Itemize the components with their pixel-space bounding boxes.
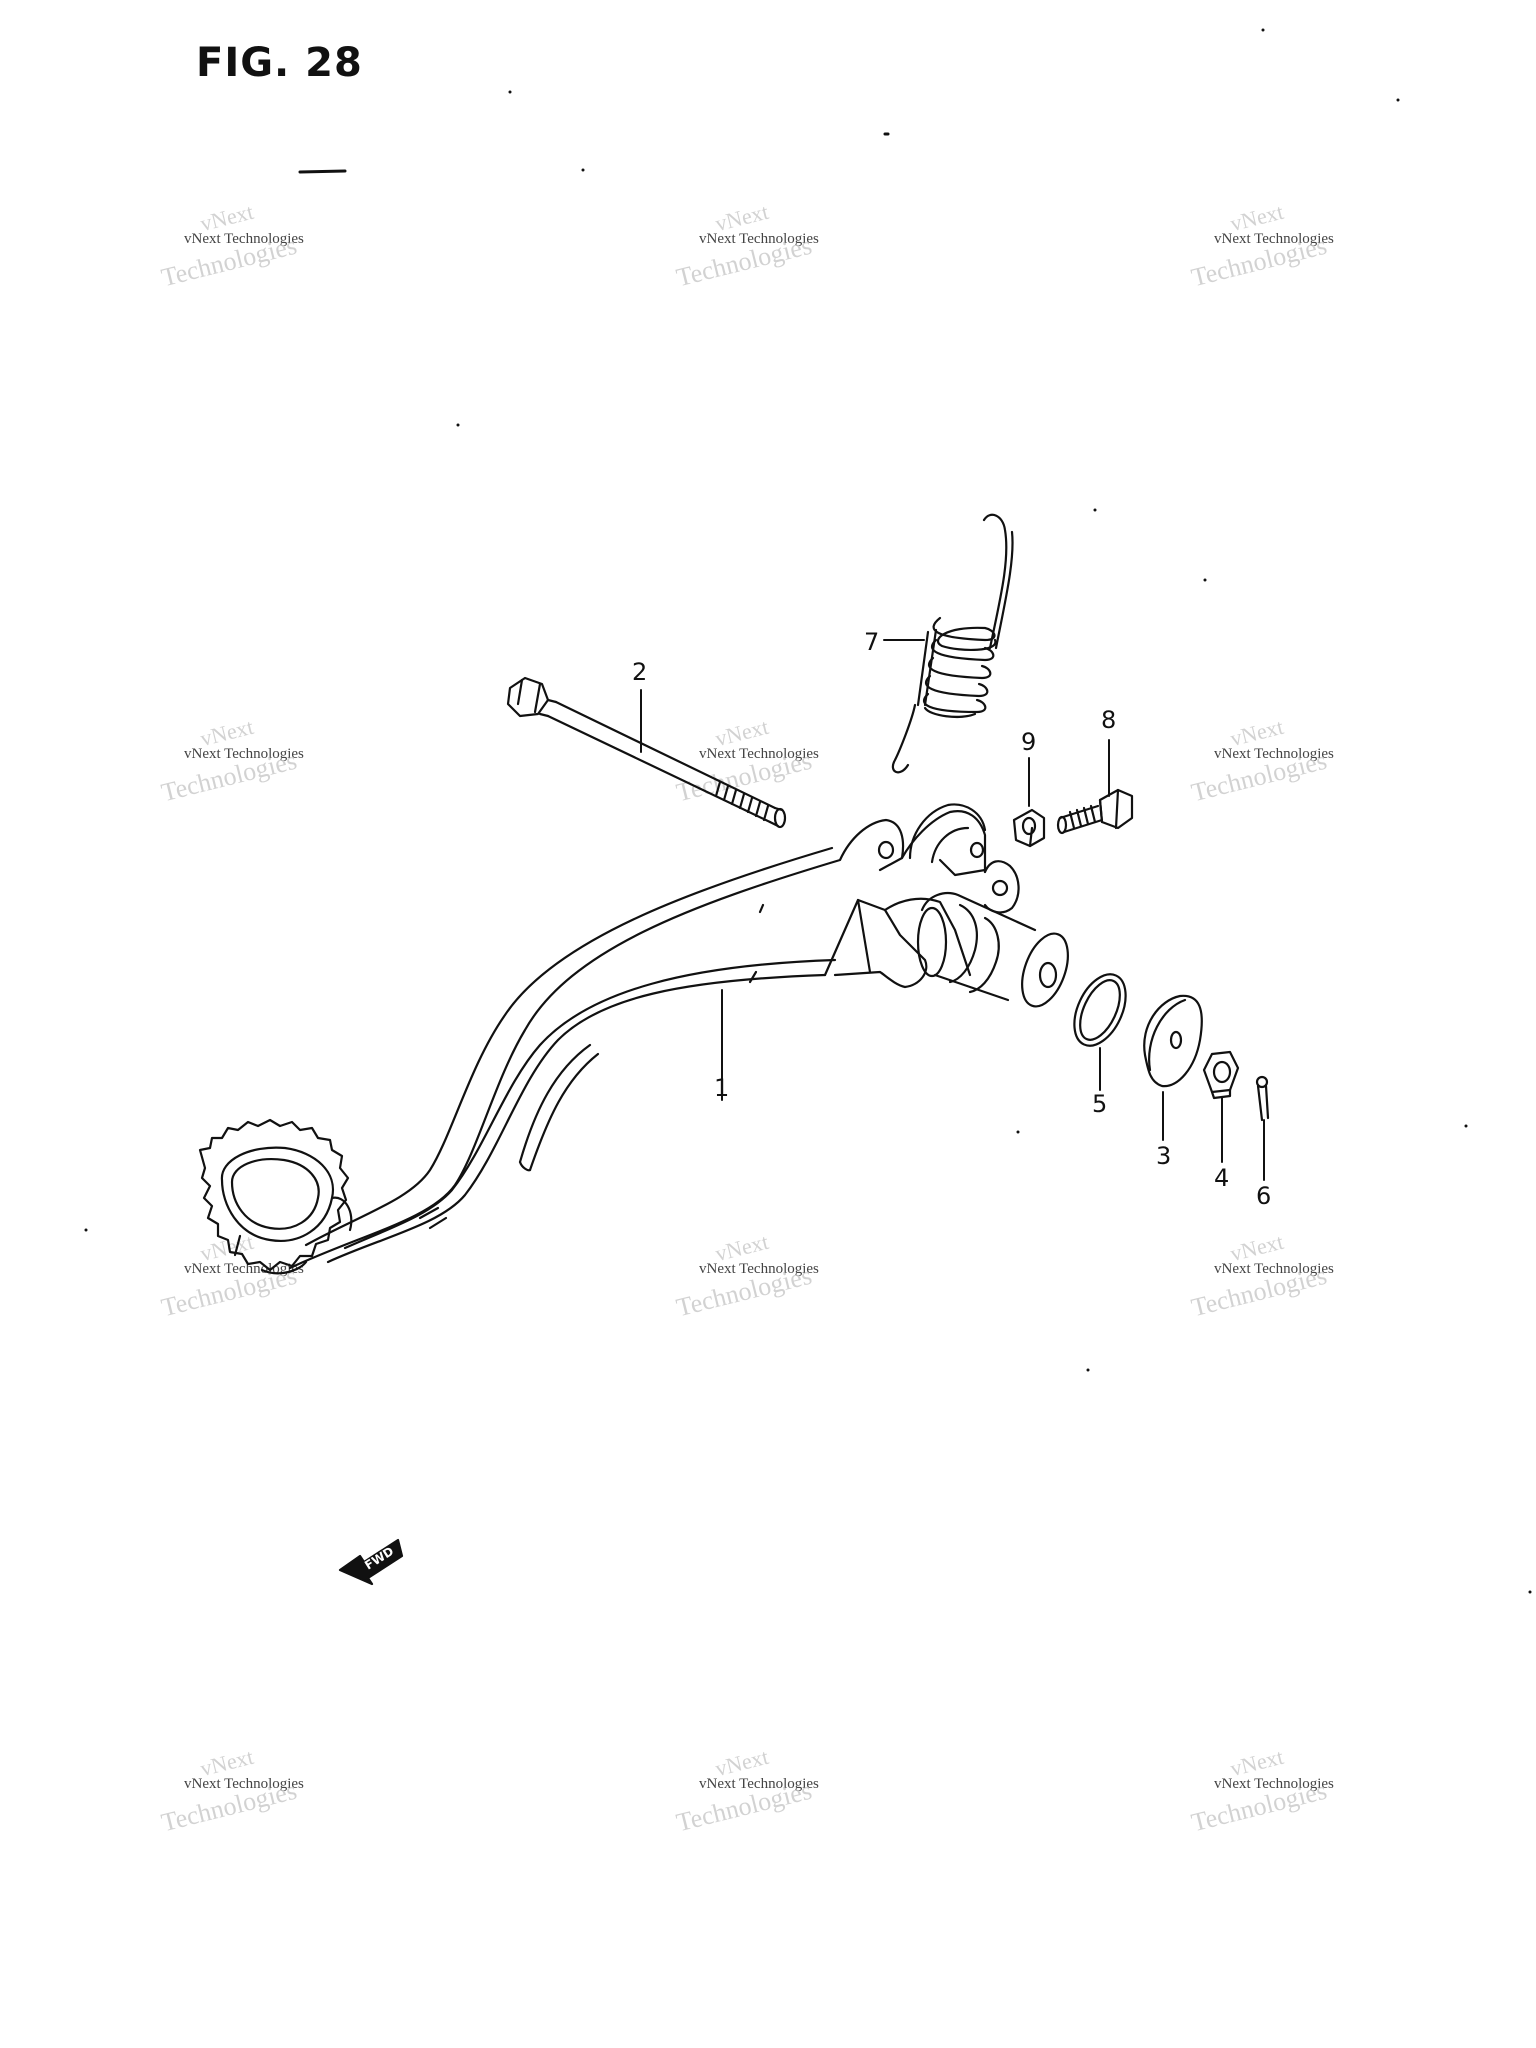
- callout-3: 3: [1156, 1142, 1171, 1170]
- callout-9: 9: [1021, 728, 1036, 756]
- watermark: vNext vNext Technologies Technologies: [1188, 1228, 1334, 1323]
- callout-2: 2: [632, 658, 647, 686]
- o-ring-part-5: [1073, 973, 1127, 1047]
- callout-1: 1: [714, 1074, 729, 1102]
- watermark: vNext vNext Technologies Technologies: [1188, 713, 1334, 808]
- callout-7: 7: [864, 628, 879, 656]
- watermark: vNext vNext Technologies Technologies: [158, 1743, 304, 1838]
- watermark: vNext vNext Technologies Technologies: [158, 198, 304, 293]
- callout-8: 8: [1101, 706, 1116, 734]
- bolt-part-8: [1056, 788, 1134, 835]
- figure-title: FIG. 28: [196, 40, 363, 86]
- castle-nut-part-4: [1202, 1050, 1240, 1100]
- callout-labels: 2 1 7 9 8 5 3 4 6: [632, 628, 1271, 1210]
- callout-4: 4: [1214, 1164, 1229, 1192]
- watermark: vNext vNext Technologies Technologies: [158, 713, 304, 808]
- return-spring-part-7: [891, 513, 1014, 774]
- watermark: vNext vNext Technologies Technologies: [1188, 1743, 1334, 1838]
- forward-direction-badge: FWD: [338, 1538, 404, 1586]
- brake-pedal-lever-part-1: [198, 803, 1069, 1275]
- nut-part-9: [1012, 808, 1046, 848]
- leader-lines: [640, 639, 1265, 1181]
- callout-5: 5: [1092, 1090, 1107, 1118]
- callout-6: 6: [1256, 1182, 1271, 1210]
- pivot-bolt-part-2: [506, 676, 787, 829]
- watermark: vNext vNext Technologies Technologies: [673, 198, 819, 293]
- scan-specks: [84, 28, 1532, 1594]
- watermark: vNext vNext Technologies Technologies: [673, 713, 819, 808]
- watermark: vNext vNext Technologies Technologies: [1188, 198, 1334, 293]
- cotter-pin-part-6: [1255, 1075, 1270, 1122]
- watermark: vNext vNext Technologies Technologies: [673, 1743, 819, 1838]
- washer-part-3: [1143, 994, 1203, 1088]
- watermark: vNext vNext Technologies Technologies: [673, 1228, 819, 1323]
- scan-mark: [298, 169, 347, 174]
